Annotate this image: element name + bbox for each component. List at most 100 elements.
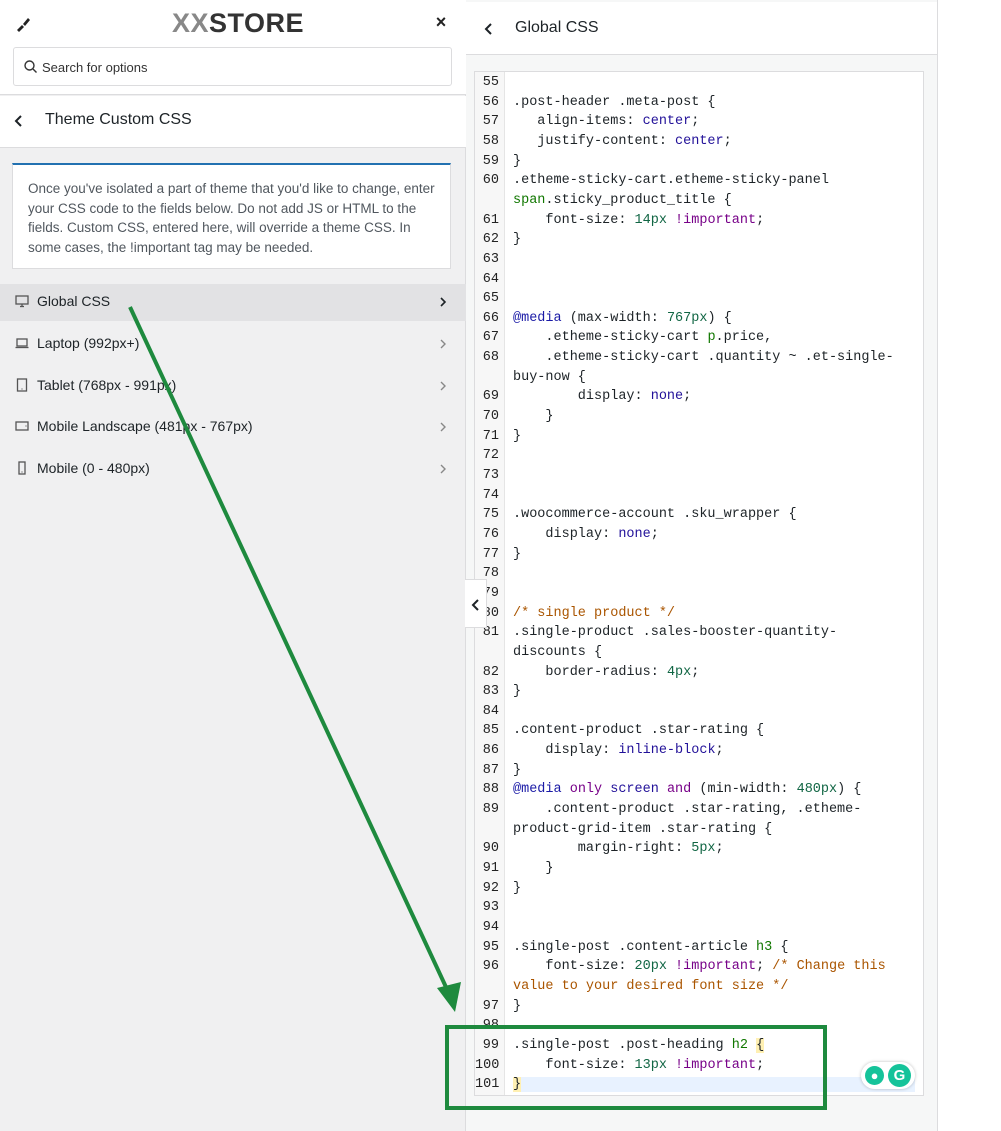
nav-item-global-css[interactable]: Global CSS bbox=[0, 284, 466, 321]
line-number: 82 bbox=[482, 664, 499, 680]
xstore-logo: XXSTORE bbox=[172, 8, 305, 38]
editor-scrollbar[interactable] bbox=[923, 684, 924, 1096]
editor-panel-header: Global CSS bbox=[466, 2, 937, 55]
line-number: 94 bbox=[482, 919, 499, 935]
code-line[interactable]: .etheme-sticky-cart p.price, bbox=[513, 330, 773, 346]
search-input[interactable] bbox=[42, 57, 442, 77]
code-line[interactable]: value to your desired font size */ bbox=[513, 978, 789, 994]
search-box[interactable] bbox=[13, 47, 452, 86]
code-line[interactable]: .single-post .content-article h3 { bbox=[513, 939, 789, 955]
code-line[interactable]: } bbox=[513, 684, 522, 700]
code-line[interactable]: } bbox=[513, 998, 522, 1014]
code-line[interactable]: .etheme-sticky-cart.etheme-sticky-panel bbox=[513, 173, 829, 189]
line-number: 81 bbox=[482, 625, 499, 641]
code-line[interactable]: /* single product */ bbox=[513, 605, 676, 621]
code-line[interactable]: .content-product .star-rating { bbox=[513, 723, 765, 739]
code-line[interactable]: } bbox=[513, 1077, 915, 1093]
nav-item-mobile-landscape[interactable]: Mobile Landscape (481px - 767px) bbox=[0, 409, 466, 446]
code-line[interactable]: } bbox=[513, 880, 522, 896]
code-line[interactable]: } bbox=[513, 153, 522, 169]
code-line[interactable]: align-items: center; bbox=[513, 114, 700, 130]
code-line[interactable]: .single-post .post-heading h2 { bbox=[513, 1037, 765, 1053]
mobile-icon bbox=[15, 461, 29, 475]
code-line[interactable]: margin-right: 5px; bbox=[513, 841, 724, 857]
line-number: 61 bbox=[482, 212, 499, 228]
line-number: 69 bbox=[482, 389, 499, 405]
line-number: 62 bbox=[482, 232, 499, 248]
line-number: 58 bbox=[482, 133, 499, 149]
code-line[interactable]: justify-content: center; bbox=[513, 133, 732, 149]
line-number: 76 bbox=[482, 526, 499, 542]
code-line[interactable]: display: inline-block; bbox=[513, 743, 724, 759]
code-line[interactable]: @media (max-width: 767px) { bbox=[513, 310, 732, 326]
code-line[interactable]: buy-now { bbox=[513, 369, 586, 385]
close-icon[interactable]: × bbox=[435, 12, 447, 32]
line-number: 57 bbox=[482, 114, 499, 130]
line-number: 60 bbox=[482, 173, 499, 189]
line-number: 85 bbox=[482, 723, 499, 739]
code-line[interactable]: border-radius: 4px; bbox=[513, 664, 700, 680]
chevron-right-icon bbox=[438, 295, 448, 309]
line-number: 56 bbox=[482, 94, 499, 110]
back-chevron-icon[interactable] bbox=[483, 20, 495, 38]
code-line[interactable]: .etheme-sticky-cart .quantity ~ .et-sing… bbox=[513, 350, 894, 366]
code-line[interactable]: } bbox=[513, 861, 554, 876]
grammarly-icon[interactable]: G bbox=[888, 1064, 911, 1087]
chevron-right-icon bbox=[438, 337, 448, 351]
back-chevron-icon[interactable] bbox=[12, 112, 26, 130]
laptop-icon bbox=[15, 336, 29, 350]
lightbulb-icon[interactable]: ● bbox=[865, 1066, 884, 1085]
nav-item-mobile[interactable]: Mobile (0 - 480px) bbox=[0, 451, 466, 488]
line-number-gutter bbox=[475, 72, 505, 1095]
code-line[interactable]: font-size: 20px !important; /* Change th… bbox=[513, 959, 886, 975]
sidebar-header: XXSTORE × bbox=[0, 0, 466, 95]
chevron-right-icon bbox=[438, 420, 448, 434]
line-number: 92 bbox=[482, 880, 499, 896]
code-line[interactable]: font-size: 13px !important; bbox=[513, 1057, 765, 1073]
nav-item-tablet[interactable]: Tablet (768px - 991px) bbox=[0, 368, 466, 405]
line-number: 71 bbox=[482, 428, 499, 444]
nav-item-laptop[interactable]: Laptop (992px+) bbox=[0, 326, 466, 363]
code-line[interactable]: } bbox=[513, 762, 522, 778]
code-line[interactable]: display: none; bbox=[513, 389, 692, 405]
code-line[interactable]: discounts { bbox=[513, 644, 603, 660]
line-number: 64 bbox=[482, 271, 499, 287]
line-number: 75 bbox=[482, 507, 499, 523]
editor-panel-title: Global CSS bbox=[515, 19, 599, 36]
nav-item-label: Mobile (0 - 480px) bbox=[37, 460, 150, 476]
paintbrush-icon[interactable] bbox=[14, 15, 32, 33]
line-number: 87 bbox=[482, 762, 499, 778]
grammarly-widget[interactable]: ● G bbox=[861, 1062, 915, 1089]
mobile-landscape-icon bbox=[15, 419, 29, 433]
customizer-sidebar: XXSTORE × Theme Custom CSS Once you've i… bbox=[0, 0, 466, 1131]
line-number: 70 bbox=[482, 409, 499, 425]
collapse-sidebar-button[interactable] bbox=[465, 579, 487, 628]
desktop-icon bbox=[15, 294, 29, 308]
line-number: 74 bbox=[482, 487, 499, 503]
line-number: 86 bbox=[482, 743, 499, 759]
code-line[interactable]: } bbox=[513, 232, 522, 248]
nav-item-label: Global CSS bbox=[37, 293, 111, 309]
code-line[interactable]: product-grid-item .star-rating { bbox=[513, 821, 773, 837]
section-header: Theme Custom CSS bbox=[0, 96, 466, 148]
code-line[interactable]: @media only screen and (min-width: 480px… bbox=[513, 782, 862, 798]
line-number: 59 bbox=[482, 153, 499, 169]
code-line[interactable]: } bbox=[513, 428, 522, 444]
line-number: 98 bbox=[482, 1018, 499, 1034]
code-line[interactable]: .woocommerce-account .sku_wrapper { bbox=[513, 507, 797, 523]
code-line[interactable]: span.sticky_product_title { bbox=[513, 192, 732, 208]
code-line[interactable]: } bbox=[513, 409, 554, 425]
code-line[interactable]: } bbox=[513, 546, 522, 562]
chevron-right-icon bbox=[438, 379, 448, 393]
code-line[interactable]: display: none; bbox=[513, 526, 659, 542]
code-line[interactable]: .content-product .star-rating, .etheme- bbox=[513, 802, 862, 818]
code-line[interactable]: .post-header .meta-post { bbox=[513, 94, 716, 110]
code-line[interactable]: font-size: 14px !important; bbox=[513, 212, 765, 228]
line-number: 96 bbox=[482, 959, 499, 975]
chevron-left-icon bbox=[471, 599, 479, 611]
line-number: 67 bbox=[482, 330, 499, 346]
line-number: 95 bbox=[482, 939, 499, 955]
line-number: 65 bbox=[482, 291, 499, 307]
code-line[interactable]: .single-product .sales-booster-quantity- bbox=[513, 625, 838, 641]
